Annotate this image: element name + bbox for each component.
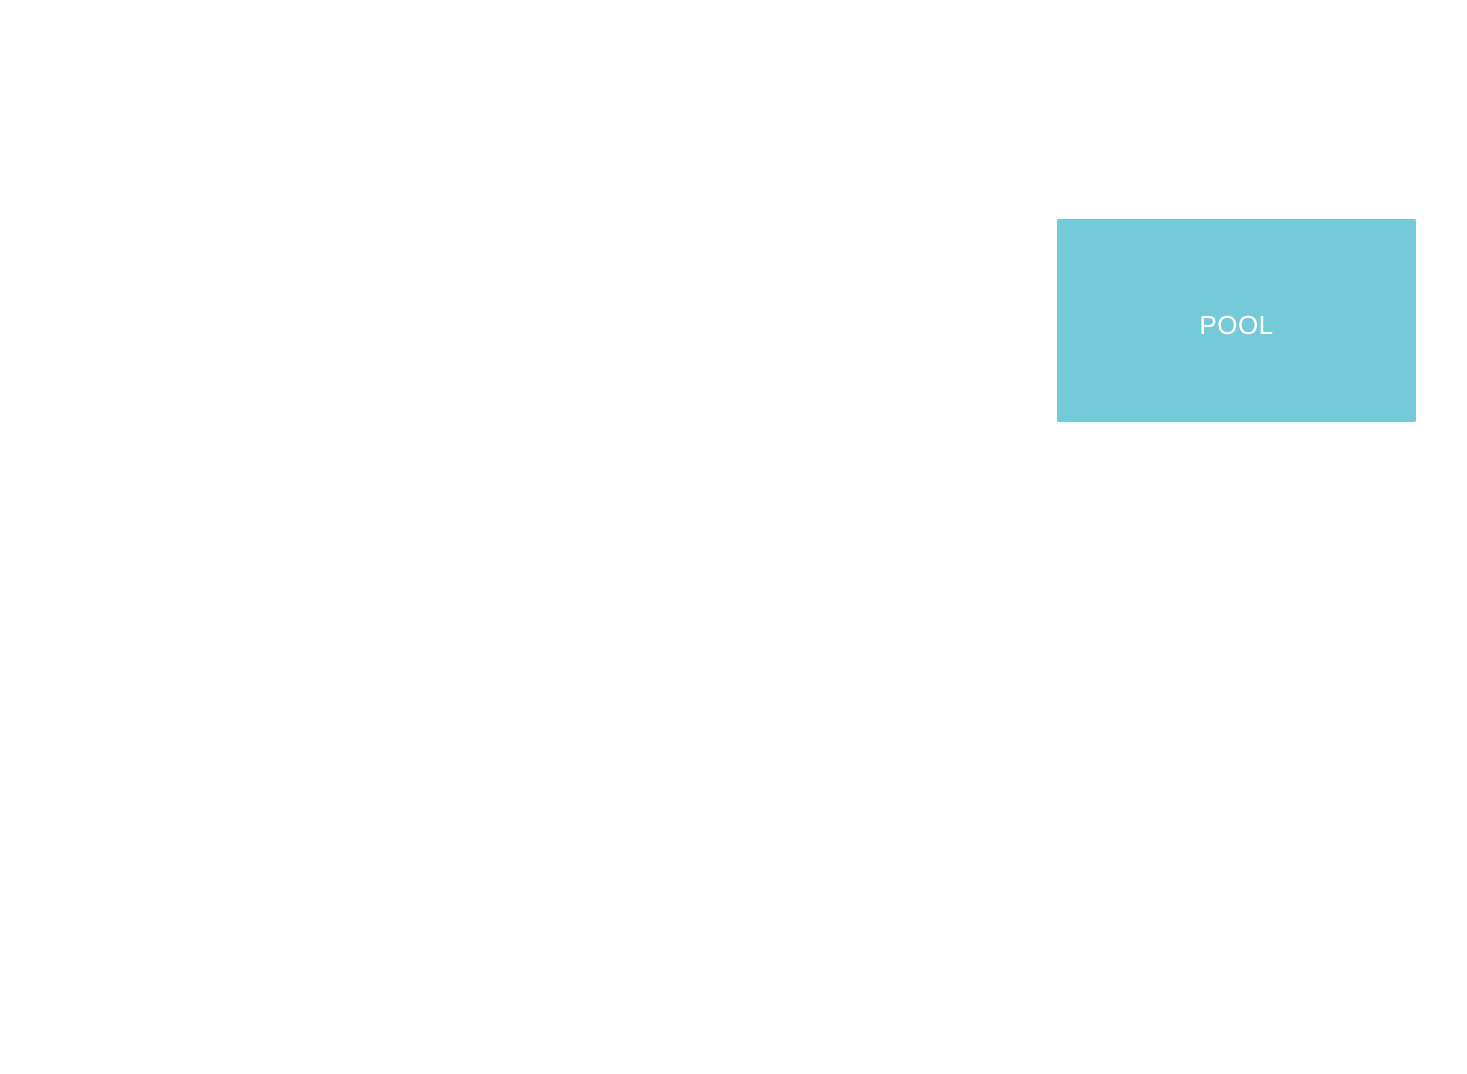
pool-zone-label: POOL <box>1199 309 1274 340</box>
pool-zone[interactable]: POOL <box>1057 219 1416 422</box>
